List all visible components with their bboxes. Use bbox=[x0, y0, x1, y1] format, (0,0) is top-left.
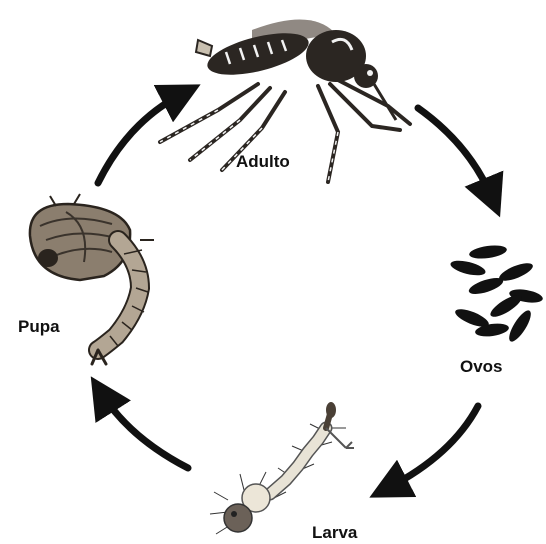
arrow-eggs-to-larva bbox=[388, 406, 478, 488]
eggs-illustration bbox=[449, 243, 544, 344]
cycle-arrows bbox=[98, 94, 492, 488]
arrow-larva-to-pupa bbox=[102, 394, 188, 468]
pupa-illustration bbox=[30, 194, 154, 364]
larva-illustration bbox=[210, 402, 354, 534]
stage-label-eggs: Ovos bbox=[460, 358, 503, 375]
stage-label-larva: Larva bbox=[312, 524, 357, 541]
stage-label-pupa: Pupa bbox=[18, 318, 60, 335]
arrow-adult-to-eggs bbox=[418, 108, 492, 198]
stage-label-adult: Adulto bbox=[236, 153, 290, 170]
